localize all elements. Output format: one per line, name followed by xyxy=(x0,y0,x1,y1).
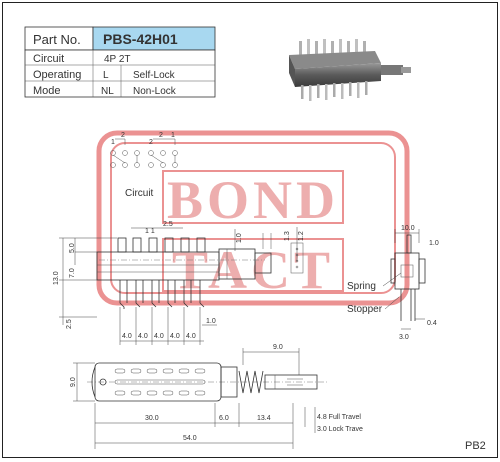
side-view: 10.0 1.0 Spring Stopper 3.0 0.4 xyxy=(347,225,439,341)
circuit-num-4: 2 xyxy=(149,139,153,146)
bottom-view: 9.0 9.0 30.0 6.0 13.4 54.0 4.8 Full Trav… xyxy=(70,344,363,449)
row-mode-label: Mode xyxy=(33,85,61,97)
page-code: PB2 xyxy=(465,440,486,452)
technical-drawing: BOND TACT Part No. PBS-42H01 Circuit 4P … xyxy=(24,26,486,452)
spec-table: Part No. PBS-42H01 Circuit 4P 2T Operati… xyxy=(24,26,216,98)
side-dim-small: 1.0 xyxy=(429,240,439,247)
left-dim-13: 13.0 xyxy=(53,271,60,285)
part-no-label: Part No. xyxy=(33,32,81,47)
circuit-num-5: 1 xyxy=(171,132,175,139)
row-mode-value: Non-Lock xyxy=(133,86,177,97)
circuit-label: Circuit xyxy=(125,188,154,199)
pin-pitch-dimensions: 4.0 4.0 4.0 4.0 4.0 1.0 xyxy=(119,307,217,345)
stopper-label: Stopper xyxy=(347,304,383,315)
row-operating-label: Operating xyxy=(33,69,81,81)
circuit-num-3: 2 xyxy=(159,132,163,139)
left-dim-2-5: 2.5 xyxy=(66,319,73,329)
bottom-slots xyxy=(114,368,206,396)
row-circuit-code: 4P 2T xyxy=(104,54,131,65)
spring-coil xyxy=(238,370,264,394)
pitch-1: 4.0 xyxy=(122,333,132,340)
part-no-value: PBS-42H01 xyxy=(103,31,178,47)
plunger-bottom xyxy=(264,374,318,390)
pitch-3: 4.0 xyxy=(154,333,164,340)
row-operating-value: Self-Lock xyxy=(133,70,176,81)
watermark-line1: BOND xyxy=(167,170,339,230)
circuit-schematic: 2 1 2 2 1 Circuit xyxy=(110,132,178,199)
full-travel: 4.8 Full Travel xyxy=(317,414,361,421)
bottom-pins xyxy=(119,280,205,309)
row-mode-code: NL xyxy=(101,86,114,97)
lock-travel: 3.0 Lock Trave xyxy=(317,426,363,433)
right-dim-1-3: 1.3 xyxy=(284,231,291,241)
right-dimensions: 1.0 1.3 1.2 xyxy=(234,227,305,274)
left-dimensions: 5.0 7.0 13.0 2.5 xyxy=(53,237,117,329)
datasheet-drawing: BOND TACT Part No. PBS-42H01 Circuit 4P … xyxy=(2,2,498,458)
side-dim-width: 10.0 xyxy=(401,225,415,232)
dim-total-54: 54.0 xyxy=(183,435,197,442)
pitch-4: 4.0 xyxy=(170,333,180,340)
front-view: 1 1 2.5 xyxy=(53,221,305,345)
bottom-height: 9.0 xyxy=(70,377,77,387)
watermark-line2: TACT xyxy=(172,240,334,300)
side-dim-bottom-a: 3.0 xyxy=(399,334,409,341)
watermark-logo: BOND TACT xyxy=(96,130,410,306)
plunger-len: 9.0 xyxy=(273,344,283,351)
row-circuit-label: Circuit xyxy=(33,53,64,65)
pitch-2: 4.0 xyxy=(138,333,148,340)
left-dim-7: 7.0 xyxy=(69,268,76,278)
side-dim-bottom-b: 0.4 xyxy=(427,320,437,327)
pin-offset: 1.0 xyxy=(206,318,216,325)
circuit-num-1: 2 xyxy=(121,132,125,139)
dim-30: 30.0 xyxy=(145,415,159,422)
front-top-pitch: 2.5 xyxy=(163,221,173,228)
circuit-num-2: 1 xyxy=(111,139,115,146)
dim-13-4: 13.4 xyxy=(257,415,271,422)
left-dim-5: 5.0 xyxy=(69,243,76,253)
plunger-front xyxy=(254,252,272,274)
right-dim-1-2: 1.2 xyxy=(298,231,305,241)
row-operating-code: L xyxy=(103,70,109,81)
pitch-5: 4.0 xyxy=(186,333,196,340)
product-photo xyxy=(289,39,411,101)
spring-label: Spring xyxy=(347,281,376,292)
front-top-ruler: 1 1 xyxy=(145,228,155,235)
right-dim-1-0: 1.0 xyxy=(236,233,243,243)
dim-6: 6.0 xyxy=(219,415,229,422)
bottom-dimensions: 30.0 6.0 13.4 54.0 4.8 Full Travel 3.0 L… xyxy=(94,403,363,449)
